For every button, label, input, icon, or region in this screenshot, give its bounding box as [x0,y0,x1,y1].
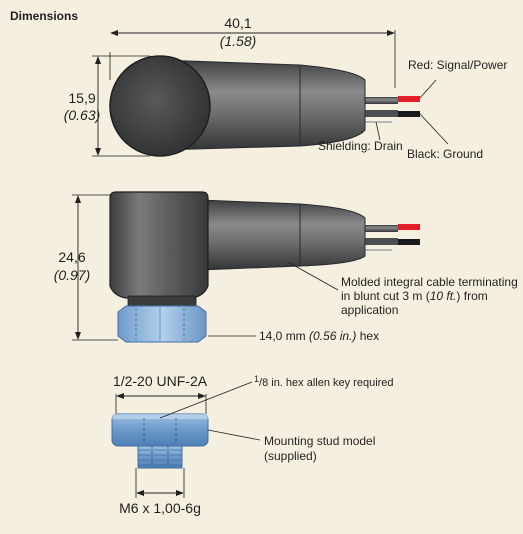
shield-wire-label: Shielding: Drain [318,139,403,153]
hex-mm: 14,0 mm [259,329,306,343]
side-cable-boot [199,199,366,271]
cable-note-post: ) from [456,289,487,303]
length-mm-label: 40,1 [224,15,251,31]
allen-key-sup: 1 [254,374,259,384]
allen-key-note: 1/8 in. hex allen key required [254,374,394,389]
page-title: Dimensions [10,9,79,23]
height-in-label: (0.97) [54,267,91,283]
top-wires [360,96,420,123]
hex-label: 14,0 mm (0.56 in.) hex [259,329,379,343]
black-wire-label: Black: Ground [407,147,483,161]
hex-suffix: hex [360,329,379,343]
length-in-label: (1.58) [220,33,257,49]
hex-in: (0.56 in.) [309,329,356,343]
side-view [72,191,420,343]
top-view [92,30,449,157]
stud-lower-thread [137,445,183,469]
stud-note-line2: (supplied) [264,449,317,463]
diameter-mm-label: 15,9 [68,90,95,106]
diameter-in-label: (0.63) [64,107,101,123]
top-cable-boot [159,59,366,151]
top-sensor-face [109,55,211,157]
cable-note-line1: Molded integral cable terminating [341,275,518,289]
thread-top-label: 1/2-20 UNF-2A [113,373,208,389]
cable-note-line3: application [341,303,398,317]
side-wires [360,224,420,251]
side-sensor-body [109,191,209,299]
stud-note-line1: Mounting stud model [264,434,375,448]
cable-note-line2: in blunt cut 3 m (10 ft.) from [341,289,488,303]
mounting-stud [111,381,261,498]
cable-note-pre: in blunt cut 3 m ( [341,289,430,303]
height-mm-label: 24,6 [58,249,85,265]
red-wire-label: Red: Signal/Power [408,58,507,72]
allen-key-rest: /8 in. hex allen key required [259,377,394,389]
side-hex-base [117,305,207,343]
thread-bottom-label: M6 x 1,00-6g [119,500,201,516]
cable-note-em: 10 ft. [430,289,457,303]
